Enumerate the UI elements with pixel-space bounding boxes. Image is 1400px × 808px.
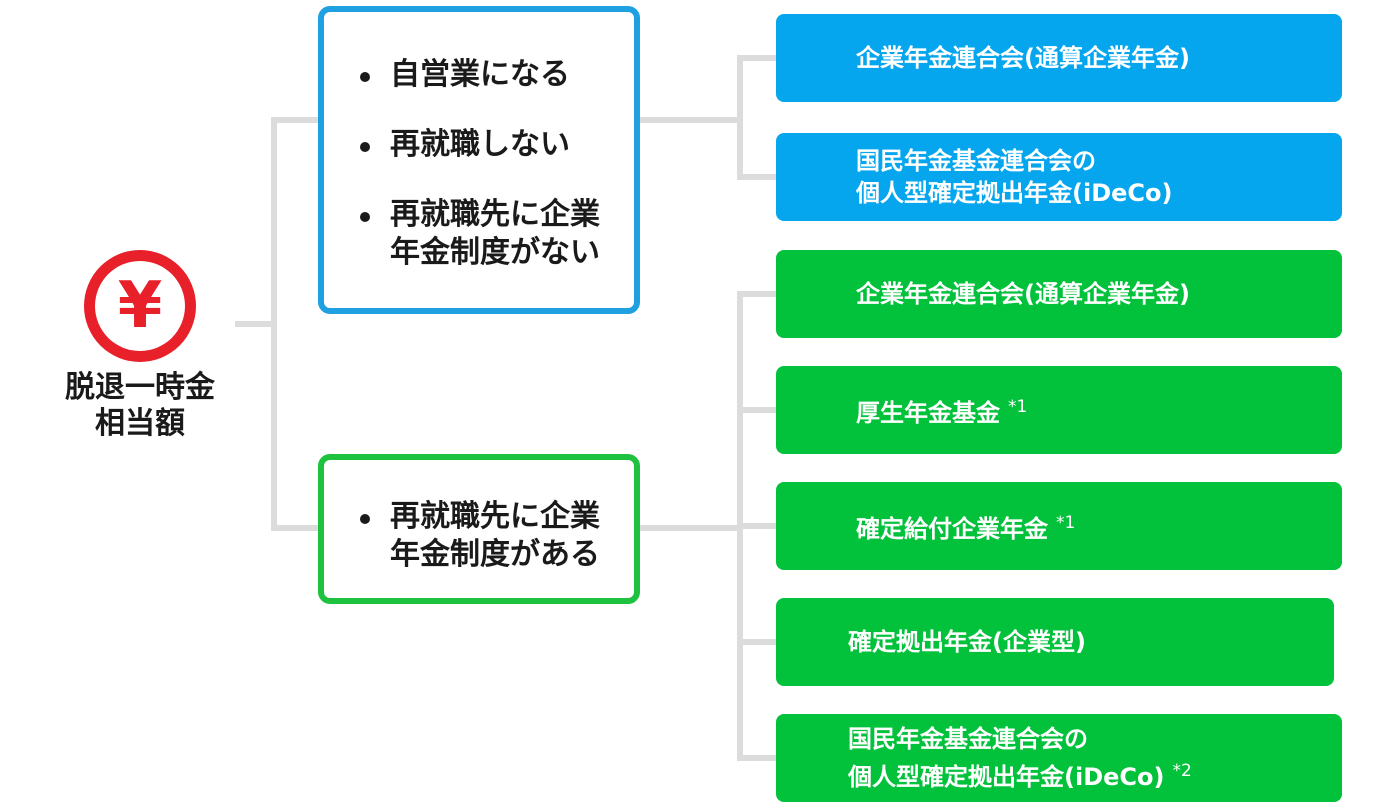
footnote-mark: *1 [1008, 397, 1028, 417]
condition-list: 自営業になる 再就職しない 再就職先に企業 年金制度がない [324, 12, 634, 272]
yen-icon: ¥ [84, 250, 196, 362]
destination-label: 厚生年金基金 [856, 399, 1000, 427]
destination-box: 確定給付企業年金 *1 [776, 482, 1342, 570]
destination-label: 企業年金連合会(通算企業年金) [856, 44, 1190, 72]
condition-item: 再就職先に企業 年金制度がある [324, 498, 634, 574]
destination-box: 厚生年金基金 *1 [776, 366, 1342, 454]
destination-label: 個人型確定拠出年金(iDeCo) [856, 179, 1173, 207]
root-label: 脱退一時金 相当額 [58, 370, 222, 442]
root-label-line: 相当額 [95, 406, 185, 441]
destination-label: 企業年金連合会(通算企業年金) [856, 280, 1190, 308]
root-label-line: 脱退一時金 [65, 370, 215, 405]
condition-item: 自営業になる [324, 56, 634, 94]
destination-label: 国民年金基金連合会の [856, 147, 1096, 175]
condition-list: 再就職先に企業 年金制度がある [324, 460, 634, 574]
destination-label: 確定拠出年金(企業型) [848, 628, 1086, 656]
yen-glyph: ¥ [117, 269, 163, 343]
destination-box: 企業年金連合会(通算企業年金) [776, 14, 1342, 102]
destination-label: 個人型確定拠出年金(iDeCo) [848, 763, 1165, 791]
destination-label: 確定給付企業年金 [856, 515, 1048, 543]
root-node: ¥ 脱退一時金 相当額 [58, 250, 222, 442]
condition-box-has-plan: 再就職先に企業 年金制度がある [318, 454, 640, 604]
destination-box: 国民年金基金連合会の 個人型確定拠出年金(iDeCo) [776, 133, 1342, 221]
footnote-mark: *1 [1056, 513, 1076, 533]
footnote-mark: *2 [1172, 761, 1192, 781]
destination-box: 確定拠出年金(企業型) [776, 598, 1334, 686]
condition-box-no-plan: 自営業になる 再就職しない 再就職先に企業 年金制度がない [318, 6, 640, 314]
destination-box: 企業年金連合会(通算企業年金) [776, 250, 1342, 338]
destination-label: 国民年金基金連合会の [848, 725, 1088, 753]
destination-box: 国民年金基金連合会の 個人型確定拠出年金(iDeCo) *2 [776, 714, 1342, 802]
condition-item: 再就職先に企業 年金制度がない [324, 196, 634, 272]
condition-item: 再就職しない [324, 126, 634, 164]
